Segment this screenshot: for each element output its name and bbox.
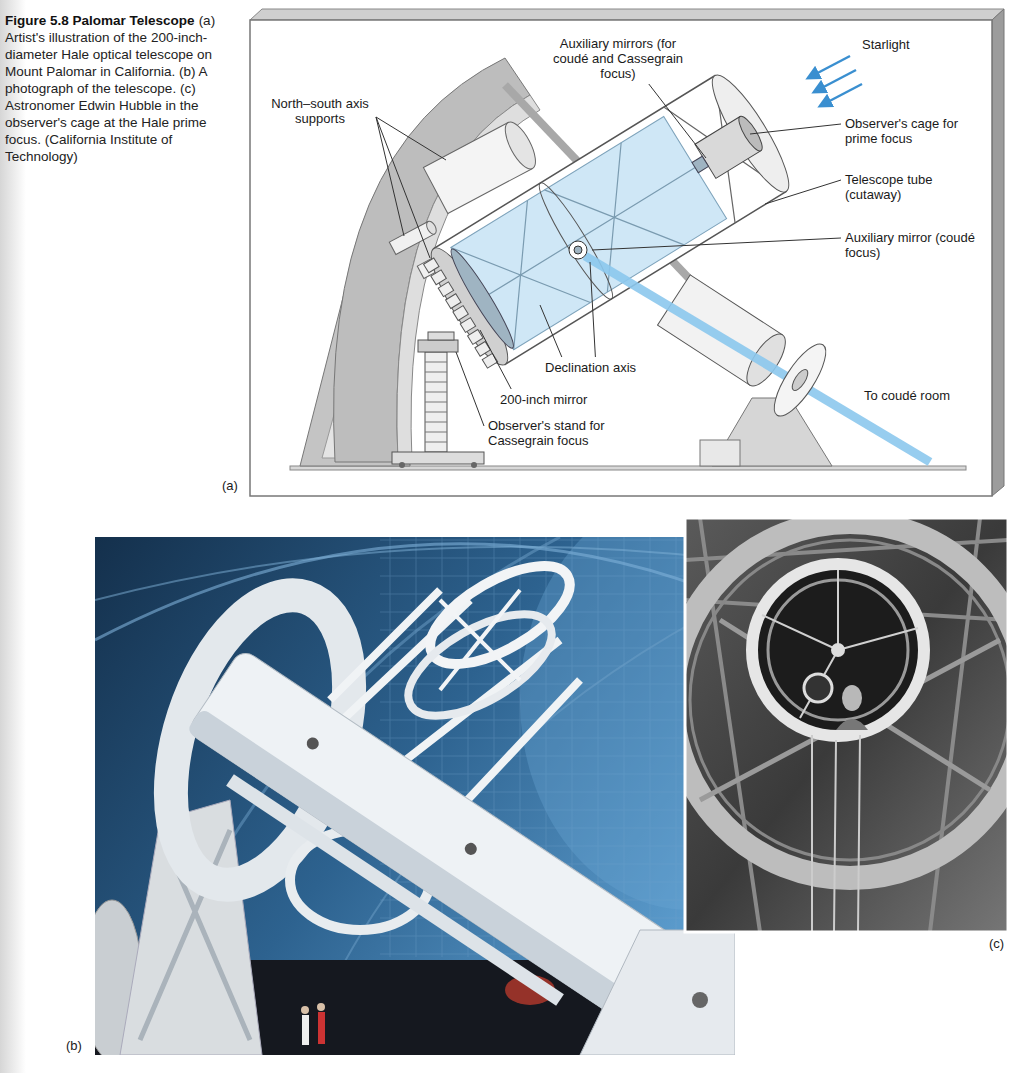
hubble-photo: [685, 518, 1008, 932]
hubble-photo-part: [762, 570, 918, 718]
bearing-disc: [765, 337, 834, 423]
leader-line: [376, 117, 446, 160]
coude-mirror-part: [569, 241, 587, 259]
part-label: Auxiliary mirrors (for coudé and Cassegr…: [548, 36, 688, 81]
floor-line: [290, 466, 966, 470]
starlight-arrows-part: [820, 84, 862, 106]
observer-stand-part: [428, 332, 454, 340]
hubble-photo-part: [831, 643, 845, 657]
part-label: To coudé room: [864, 388, 984, 403]
panel-letter: (c): [989, 936, 1017, 951]
telescope-tube-part: [532, 178, 620, 304]
part-label: Observer's cage for prime focus: [845, 116, 985, 146]
light-label: Starlight: [862, 37, 952, 52]
coude-mirror: [569, 241, 587, 259]
leader-line: [480, 330, 511, 389]
telescope-photo: [95, 537, 735, 1055]
leader-line: [765, 180, 841, 204]
panel-frame-part: [250, 9, 1004, 20]
telescope-tube-part: [438, 282, 453, 297]
leader-line: [540, 305, 562, 357]
starlight-arrows: [808, 56, 862, 106]
leader-line: [376, 117, 404, 236]
telescope-photo-part: [317, 1003, 325, 1011]
hubble-photo-part: [804, 674, 832, 702]
hubble-photo-part: [690, 540, 1008, 860]
telescope-photo-part: [95, 544, 735, 640]
coude-mirror-part: [574, 246, 582, 254]
observer-stand-part: [425, 352, 447, 452]
telescope-photo-part-part: [186, 648, 677, 1022]
observer-stand: [392, 332, 484, 468]
telescope-photo-part: [580, 930, 735, 1055]
telescope-photo-part: [95, 547, 735, 600]
telescope-photo-part: [186, 648, 677, 1022]
part-label: North–south axis supports: [268, 96, 372, 126]
bearing-disc-part: [789, 367, 810, 393]
figure-caption: (a) Artist's illustration of the 200-inc…: [5, 13, 215, 164]
telescope-photo-part: [302, 1015, 309, 1045]
part-label: Auxiliary mirror (coudé focus): [845, 230, 985, 260]
south-bearing: [658, 275, 793, 392]
telescope-tube-part: [453, 306, 468, 321]
observer-stand-part: [392, 452, 484, 464]
panel-letter: (b): [66, 1038, 92, 1053]
coude-light-beam: [585, 256, 930, 462]
telescope-photo-part: [393, 594, 568, 736]
leader-line: [592, 238, 841, 250]
panel-frame-part: [992, 9, 1004, 496]
telescope-tube-part: [460, 318, 475, 333]
south-pier: [700, 398, 832, 466]
telescope-photo-part-part: [186, 708, 637, 1022]
south-pier-part: [700, 440, 740, 466]
telescope-photo-part-part: [463, 841, 480, 858]
starlight-arrows-part: [814, 70, 856, 92]
telescope-tube-part: [445, 245, 519, 352]
leader-line: [590, 262, 595, 357]
telescope-tube-part: [475, 341, 490, 356]
telescope-tube-part: [482, 353, 497, 368]
telescope-photo-part: [440, 590, 520, 690]
part-label: Observer's stand for Cassegrain focus: [488, 418, 638, 448]
figure-caption-block: Figure 5.8 Palomar Telescope(a) Artist's…: [5, 12, 225, 165]
panel-frame-part: [250, 20, 992, 496]
leader-line: [750, 124, 841, 134]
part-label: 200-inch mirror: [500, 392, 612, 407]
telescope-photo-part-part: [304, 735, 321, 752]
axis-support-rod-part: [425, 220, 439, 236]
photo-border: [685, 518, 1008, 932]
leader-line: [649, 84, 706, 158]
hubble-photo-part: [842, 685, 862, 711]
hubble-photo-part: [685, 522, 1008, 878]
bearing-disc-part: [765, 337, 834, 423]
panel-frame: [250, 9, 1004, 496]
figure-title: Figure 5.8 Palomar Telescope: [5, 13, 195, 28]
observer-stand-part: [471, 462, 477, 468]
observer-stand-part: [399, 462, 405, 468]
telescope-tube-part: [424, 258, 439, 273]
starlight-arrows-part: [808, 56, 850, 78]
hubble-photo-part: [812, 735, 860, 932]
axis-support-cylinder-part: [499, 118, 541, 173]
observer-stand-part: [418, 340, 458, 352]
telescope-photo-part: [318, 1012, 325, 1044]
observer-stand-part: [425, 362, 447, 442]
telescope-tube-part: [692, 156, 709, 173]
part-label: Declination axis: [545, 360, 657, 375]
telescope-photo-part: [692, 992, 708, 1008]
leader-line: [376, 117, 430, 258]
panel-letter: (a): [222, 478, 248, 493]
hubble-photo-part: [836, 719, 868, 730]
hubble-photo-part: [752, 564, 924, 736]
telescope-tube-part: [446, 294, 461, 309]
leader-line: [456, 352, 484, 426]
telescope-photo-part: [301, 1006, 309, 1014]
telescope-tube-part: [431, 270, 446, 285]
axis-support-rod: [389, 220, 438, 255]
part-label: Telescope tube (cutaway): [845, 172, 985, 202]
